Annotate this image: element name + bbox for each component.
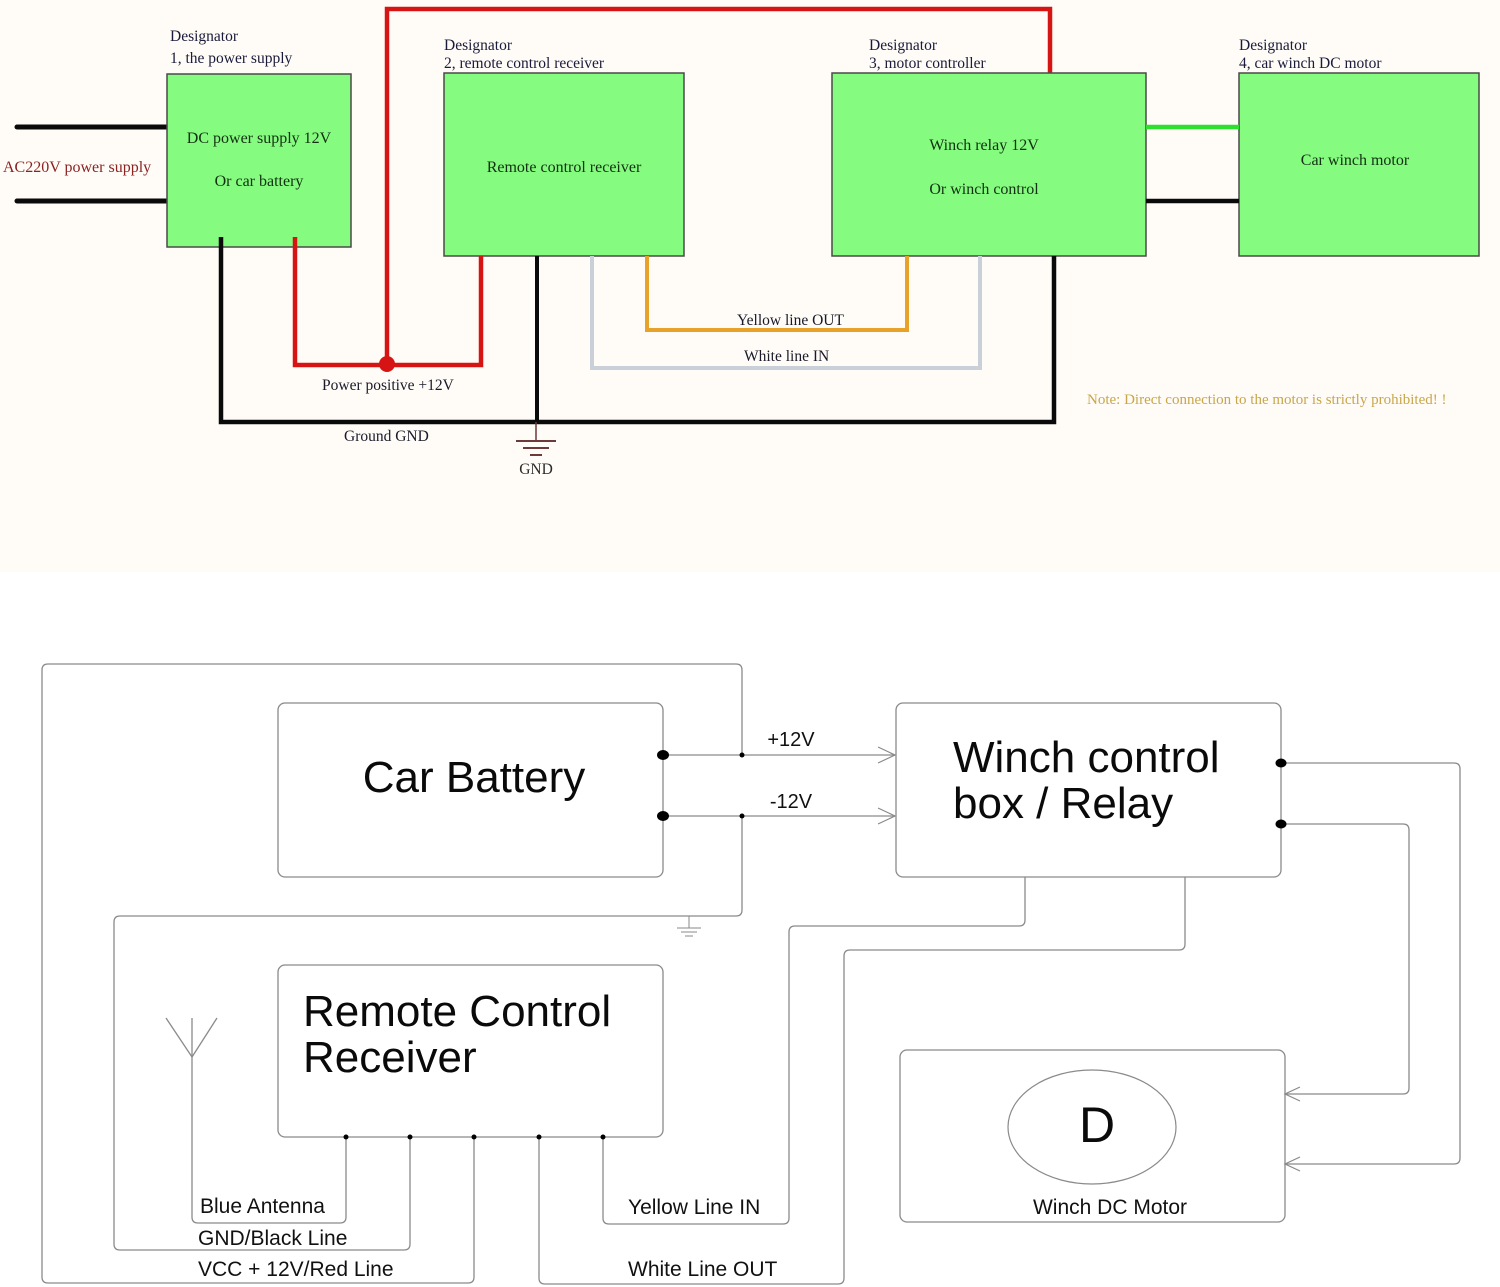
block-text-line: DC power supply 12V [187,130,332,147]
yellow-line-in-label: Yellow Line IN [628,1196,760,1219]
junction-dot [739,752,745,758]
designator-label: Designator [170,28,239,45]
blue-antenna-wire [191,1137,347,1224]
block-text-line: Or car battery [215,173,304,190]
junction-dot [739,813,745,819]
antenna-icon [165,1017,218,1217]
block-text-line: Car winch motor [1301,152,1410,169]
winch-box-label-line2: box / Relay [953,779,1173,828]
arrow-icon [877,746,897,764]
power-supply-box [166,73,352,248]
block-text-line: Remote control receiver [487,159,642,176]
block-text-line: Or winch control [929,181,1039,198]
vcc-red-line-wire [41,663,743,1284]
block-winch-motor: Designator 4, car winch DC motor Car win… [1238,37,1480,257]
winch-box-label-line1: Winch control [953,733,1220,782]
minus-12v-label: -12V [770,791,813,813]
block-text-line: Winch relay 12V [929,137,1039,154]
yellow-line-label: Yellow line OUT [737,312,844,329]
designator-description: 1, the power supply [170,50,293,67]
designator-description: 3, motor controller [869,55,986,72]
ground-symbol-icon [677,916,701,937]
motor-wire-a [1281,762,1461,1165]
block-remote-receiver: Designator 2, remote control receiver Re… [443,37,685,257]
designator-label: Designator [1239,37,1308,54]
motor-symbol-letter: D [1079,1097,1115,1153]
ground-symbol-icon [516,422,556,456]
gnd-black-line-wire [113,816,743,1251]
motor-symbol-icon [1007,1069,1177,1185]
receiver-label-line2: Receiver [303,1033,477,1082]
winch-dc-motor-label: Winch DC Motor [1033,1196,1187,1219]
terminal-dot [657,750,669,760]
designator-description: 2, remote control receiver [444,55,605,72]
arrow-icon [877,807,897,825]
winch-motor-box [1238,72,1480,257]
block-motor-controller: Designator 3, motor controller Winch rel… [831,37,1147,257]
bottom-panel-background [0,572,1500,1287]
top-color-wiring-diagram: AC220V power supply Designator 1, the po… [3,6,1480,478]
terminal-dot [1275,819,1287,829]
warning-note: Note: Direct connection to the motor is … [1087,392,1447,408]
yellow-line-in-wire [602,877,1026,1225]
plus-12v-label: +12V [767,729,815,751]
bottom-diagram-labels: Car Battery +12V -12V Winch control box … [198,729,1220,1281]
motor-wire-b [1281,823,1410,1095]
bottom-schematic-diagram [41,663,1461,1285]
designator-description: 4, car winch DC motor [1239,55,1382,72]
pin-dot [343,1134,349,1140]
ground-label: Ground GND [344,428,429,445]
pin-dot [600,1134,606,1140]
pin-dot [536,1134,542,1140]
yellow-signal-wire [645,256,909,332]
power-positive-label: Power positive +12V [322,377,455,394]
white-line-out-wire [538,877,1186,1285]
junction-dot [379,356,395,372]
receiver-label-line1: Remote Control [303,987,611,1036]
black-ground-wire [218,237,1057,425]
car-battery-label: Car Battery [363,753,586,802]
designator-label: Designator [869,37,938,54]
blue-antenna-label: Blue Antenna [200,1195,325,1218]
ac-input-wires [14,124,170,204]
pin-dot [471,1134,477,1140]
white-line-label: White line IN [744,348,829,365]
motor-controller-box [831,72,1147,257]
vcc-red-line-label: VCC + 12V/Red Line [198,1258,394,1281]
block-power-supply: Designator 1, the power supply DC power … [166,28,352,248]
terminal-dot [1275,758,1287,768]
white-line-out-label: White Line OUT [628,1258,778,1281]
gnd-black-line-label: GND/Black Line [198,1227,347,1250]
winch-control-box [895,702,1282,878]
car-battery-box [277,702,664,878]
white-signal-wire [590,256,982,370]
pin-dot [407,1134,413,1140]
designator-label: Designator [444,37,513,54]
ac-supply-label: AC220V power supply [3,159,151,176]
terminal-dot [657,811,669,821]
remote-receiver-box [277,964,664,1138]
winch-dc-motor-box [899,1049,1286,1223]
remote-receiver-box [443,72,685,257]
gnd-symbol-label: GND [519,461,553,478]
red-positive-feed-to-relay [384,6,1053,364]
